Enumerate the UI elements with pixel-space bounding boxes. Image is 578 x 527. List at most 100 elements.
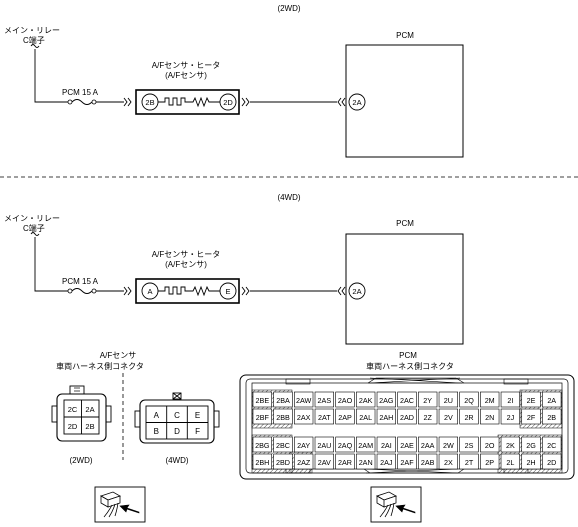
pcm-pin-cell [459,391,479,408]
af-connector-subtitle: 車両ハーネス側コネクタ [56,361,144,371]
pcm-pin-cell [376,436,396,453]
latch-right [503,378,529,385]
pcm-pin-cell [273,436,293,453]
pcm-pin-2j: 2J [507,413,515,422]
pcm-pin-cell [397,391,417,408]
pcm-pin-2af: 2AF [400,458,414,467]
pcm-pin-cell [314,391,334,408]
pcm-pin-cell [500,436,521,453]
pcm-pin-2a-label-4wd: 2A [352,287,361,296]
pcm-pin-cell [273,453,293,470]
pcm-pin-cell [480,436,500,453]
pcm-connector-subtitle: 車両ハーネス側コネクタ [366,361,454,371]
main-relay-label-4wd: メイン・リレー [4,214,60,223]
pcm-pin-2au: 2AU [317,441,331,450]
pcm-pin-cell [542,436,562,453]
pin-a-label: A [147,287,152,296]
wire-relay-4wd [34,237,68,292]
pcm-pin-cell [314,436,334,453]
pcm-pin-cell [459,436,479,453]
pcm-pin-2am: 2AM [358,441,373,450]
terminal-symbol-4wd [30,232,40,236]
pcm-pin-cell [418,436,438,453]
pcm-pin-circle-4wd [348,282,366,300]
pcm-pin-cell [418,391,438,408]
pin-e-label: E [225,287,230,296]
pcm-pin-cell [521,436,541,453]
pcm-pin-cell [542,391,562,408]
pcm-pin-cell [418,453,438,470]
pcm-pin-cell [335,391,355,408]
af4wd-pin-b: B [154,427,159,436]
pcm-pin-cell [294,436,314,453]
pcm-pin-cell [500,391,521,408]
pcm-pin-2n: 2N [485,413,494,422]
pcm-pin-2ag: 2AG [379,396,394,405]
pcm-pin-2aq: 2AQ [338,441,353,450]
af2wd-pin-2c: 2C [68,405,78,414]
heater-symbol-2wd [158,96,220,108]
pcm-pin-2ba: 2BA [276,396,290,405]
pcm-pin-2ay: 2AY [297,441,310,450]
pcm-pin-cell [480,453,500,470]
pcm-pin-2l: 2L [506,458,514,467]
pcm-pin-2ac: 2AC [400,396,414,405]
harness-side-view-icon [94,486,146,523]
pcm-pin-2aj: 2AJ [380,458,393,467]
connector-arrows-2wd-right [241,97,250,107]
pcm-pin-2ah: 2AH [379,413,393,422]
pcm-pin-cell [542,408,562,425]
pcm-label-4wd: PCM [396,219,414,228]
pcm-pin-cell [459,408,479,425]
pcm-pin-2p: 2P [485,458,494,467]
pcm-pin-cell [376,391,396,408]
pcm-pin-cell [356,453,376,470]
af2wd-pin-2d: 2D [68,422,78,431]
af-sensor-box-4wd [135,278,240,304]
af4wd-pin-f: F [195,427,200,436]
af4wd-pin-c: C [174,411,180,420]
pcm-pin-cell [542,453,562,470]
pcm-pin-2an: 2AN [359,458,373,467]
pcm-pin-2ax: 2AX [297,413,311,422]
pcm-pin-cell [500,453,521,470]
pcm-connector-outer [239,374,575,480]
pcm-pin-2bd: 2BD [276,458,290,467]
pcm-pin-2bc: 2BC [276,441,290,450]
af-connector-2wd-label: (2WD) [69,456,92,465]
pcm-pin-cell [356,408,376,425]
pcm-pin-cell [356,391,376,408]
pcm-pin-cell [335,408,355,425]
terminal-c-label-2wd: C端子 [23,35,45,45]
pcm-pin-2as: 2AS [318,396,332,405]
pcm-pin-2bf: 2BF [256,413,270,422]
pcm-pin-cell [294,453,314,470]
heater-symbol-4wd [158,285,220,297]
pcm-pin-2ak: 2AK [359,396,373,405]
pcm-pin-2a: 2A [547,396,556,405]
mode-label-4wd: (4WD) [277,193,300,202]
pcm-pin-cell [335,453,355,470]
pcm-pin-cell [252,408,272,425]
pcm-pin-2k: 2K [506,441,515,450]
pcm-connector-arrows-2wd [337,97,346,107]
pcm-pin-2o: 2O [485,441,495,450]
pcm-pin-2c: 2C [547,441,556,450]
pcm-pin-cell [438,436,458,453]
pcm-pin-cell [459,453,479,470]
pcm-connector-title: PCM [399,351,417,360]
terminal-c-label-4wd: C端子 [23,223,45,233]
pcm-pin-cell [521,391,541,408]
af-sensor-heater-label-2wd: A/Fセンサ・ヒータ [152,61,220,70]
pcm-pin-cell [273,391,293,408]
pcm-pin-2ad: 2AD [400,413,414,422]
connector-arrows-4wd-right [241,286,250,296]
pcm-pin-cell [294,408,314,425]
pin-2b-label: 2B [145,98,154,107]
pcm-pin-2w: 2W [443,441,454,450]
pcm-pin-circle-2wd [348,93,366,111]
pcm-pin-2ai: 2AI [381,441,392,450]
pcm-pin-2d: 2D [547,458,556,467]
